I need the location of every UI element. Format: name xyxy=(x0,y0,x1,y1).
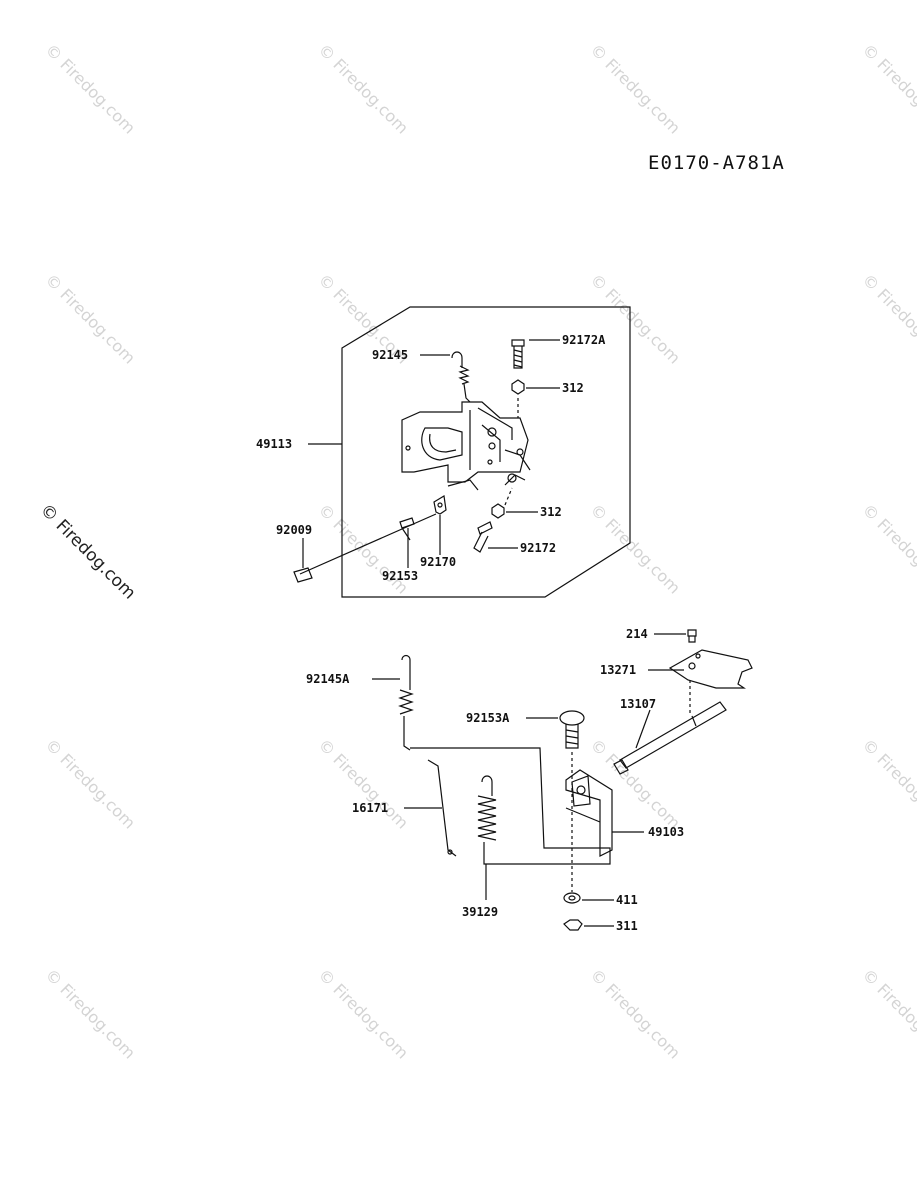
bolt-92172 xyxy=(473,521,493,553)
part-label-92009: 92009 xyxy=(276,523,312,537)
shaft-13107 xyxy=(613,680,727,775)
part-label-92153: 92153 xyxy=(382,569,418,583)
link-rod xyxy=(410,747,611,865)
part-label-411: 411 xyxy=(616,893,638,907)
rod-16171 xyxy=(427,759,457,857)
part-label-39129: 39129 xyxy=(462,905,498,919)
part-label-92172A: 92172A xyxy=(562,333,606,347)
spring-39129 xyxy=(477,775,544,865)
diagram-code: E0170-A781A xyxy=(648,152,785,174)
nut-312-lower xyxy=(491,487,513,519)
spring-92145 xyxy=(451,351,471,403)
part-label-13271: 13271 xyxy=(600,663,636,677)
part-label-13107: 13107 xyxy=(620,697,656,711)
part-label-16171: 16171 xyxy=(352,801,388,815)
part-label-49103: 49103 xyxy=(648,825,684,839)
nut-311 xyxy=(563,919,583,931)
part-label-214: 214 xyxy=(626,627,648,641)
part-label-92172: 92172 xyxy=(520,541,556,555)
part-label-92153A: 92153A xyxy=(466,711,510,725)
assembly-outline xyxy=(341,306,631,598)
rod-92009 xyxy=(293,513,437,583)
spring-92145A xyxy=(398,654,414,751)
carriage-bolt-92153A xyxy=(559,710,585,749)
washer-411 xyxy=(563,892,581,904)
lever-49103 xyxy=(565,769,613,857)
control-bracket xyxy=(401,401,531,491)
part-label-92145A: 92145A xyxy=(306,672,350,686)
part-label-311: 311 xyxy=(616,919,638,933)
part-label-49113: 49113 xyxy=(256,437,292,451)
part-label-92145: 92145 xyxy=(372,348,408,362)
nut-312-upper xyxy=(511,379,525,418)
bracket-92170 xyxy=(433,495,447,515)
part-label-92170: 92170 xyxy=(420,555,456,569)
bolt-214 xyxy=(687,629,697,643)
bolt-92172A xyxy=(511,339,525,369)
part-label-312: 312 xyxy=(562,381,584,395)
plate-13271 xyxy=(668,649,753,689)
part-label-312: 312 xyxy=(540,505,562,519)
